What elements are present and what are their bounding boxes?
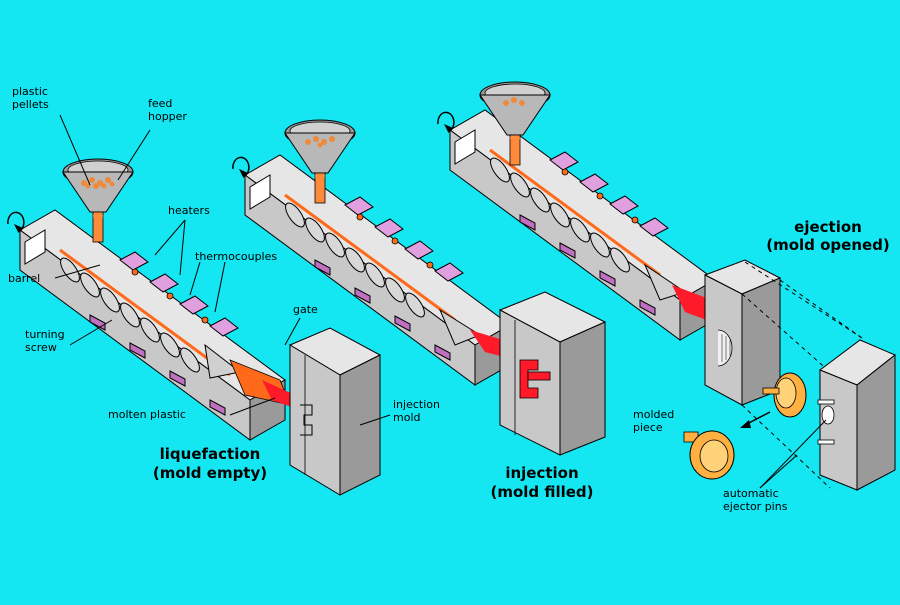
mold-moving-half: [817, 339, 896, 491]
barrel-label: barrel: [8, 272, 40, 285]
gate-label: gate: [293, 303, 318, 316]
stage-3-subtitle: (mold opened): [766, 236, 890, 254]
automatic-ejector-pins-label: automatic ejector pins: [723, 487, 788, 513]
stage-1-subtitle: (mold empty): [153, 464, 267, 482]
molded-piece-ejecting: [762, 372, 807, 418]
plastic-pellets-label: plastic pellets: [12, 85, 51, 111]
thermocouples-label: thermocouples: [195, 250, 277, 263]
stage-3-title: ejection: [794, 218, 862, 236]
heaters-label: heaters: [168, 204, 210, 217]
feed-hopper-label: feed hopper: [148, 97, 187, 123]
injection-mold-filled: [498, 291, 607, 456]
molten-plastic-label: molten plastic: [108, 408, 186, 421]
stage-injection: [231, 119, 607, 456]
mold-fixed-half: [703, 259, 782, 406]
leader-lines: [54, 114, 827, 489]
injection-mold-empty: [288, 327, 382, 496]
stage-1-title: liquefaction: [160, 445, 261, 463]
stage-ejection: [436, 81, 896, 491]
stage-2-title: injection: [505, 464, 578, 482]
injection-mold-label: injection mold: [393, 398, 443, 424]
molded-piece-label: molded piece: [633, 408, 678, 434]
stage-liquefaction: [6, 158, 382, 496]
labels: plastic pellets feed hopper heaters ther…: [8, 85, 890, 513]
turning-screw-label: turning screw: [25, 328, 68, 354]
stage-2-subtitle: (mold filled): [490, 483, 593, 501]
molded-piece: [683, 430, 735, 480]
